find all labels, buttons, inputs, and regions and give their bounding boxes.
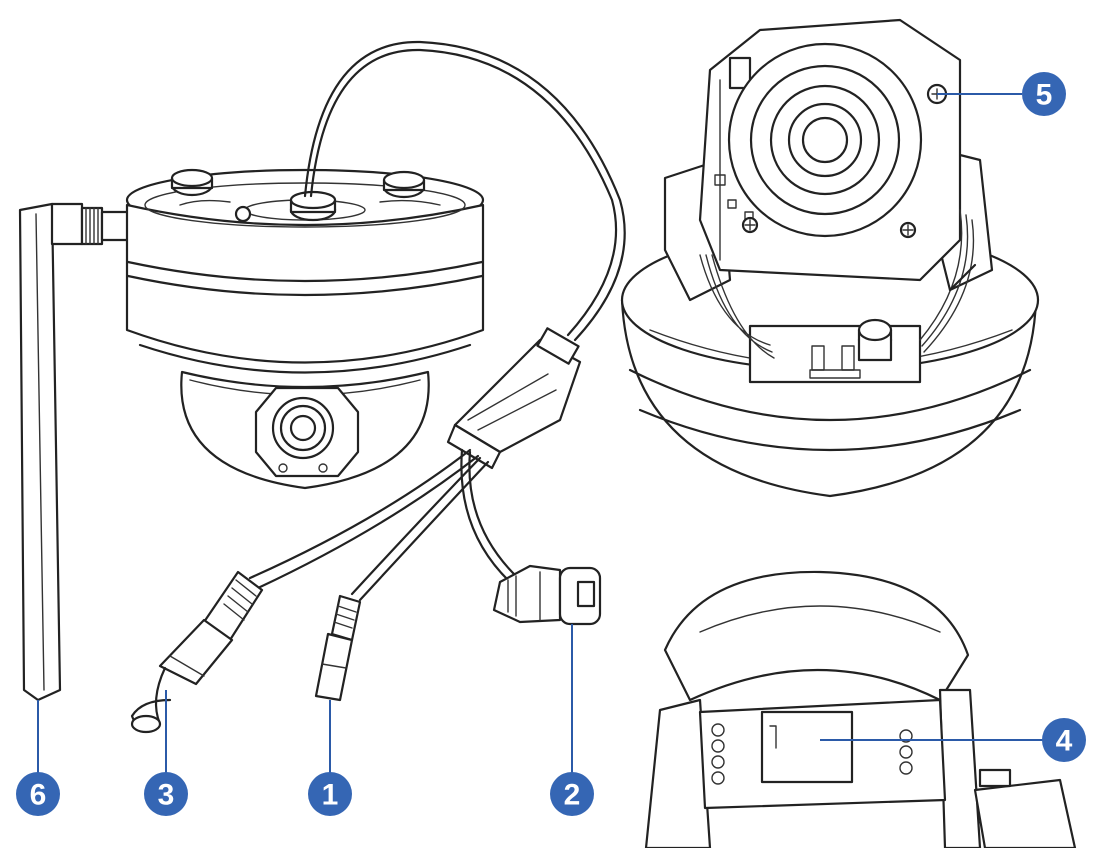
dc-plug xyxy=(314,594,362,702)
callout-5-label: 5 xyxy=(1036,79,1053,112)
callout-1: 1 xyxy=(308,772,352,816)
power-connector xyxy=(130,570,264,734)
cable-splitter xyxy=(446,327,582,470)
callout-2-label: 2 xyxy=(564,779,581,812)
callout-6-label: 6 xyxy=(30,779,47,812)
callout-2: 2 xyxy=(550,772,594,816)
callout-6: 6 xyxy=(16,772,60,816)
callout-5: 5 xyxy=(1022,72,1066,116)
lens-dome xyxy=(180,370,430,490)
callout-1-label: 1 xyxy=(322,779,339,812)
internal-view xyxy=(620,18,1040,498)
callout-3-label: 3 xyxy=(158,779,175,812)
dome-housing xyxy=(125,168,485,374)
dome-camera-assembly xyxy=(18,40,626,734)
leader-lines xyxy=(37,93,1044,778)
main-cable xyxy=(303,40,626,342)
network-connector xyxy=(492,564,602,626)
callout-4: 4 xyxy=(1042,718,1086,762)
sd-card-view xyxy=(644,570,1077,848)
callout-4-label: 4 xyxy=(1056,725,1073,758)
antenna xyxy=(18,202,130,702)
callout-3: 3 xyxy=(144,772,188,816)
